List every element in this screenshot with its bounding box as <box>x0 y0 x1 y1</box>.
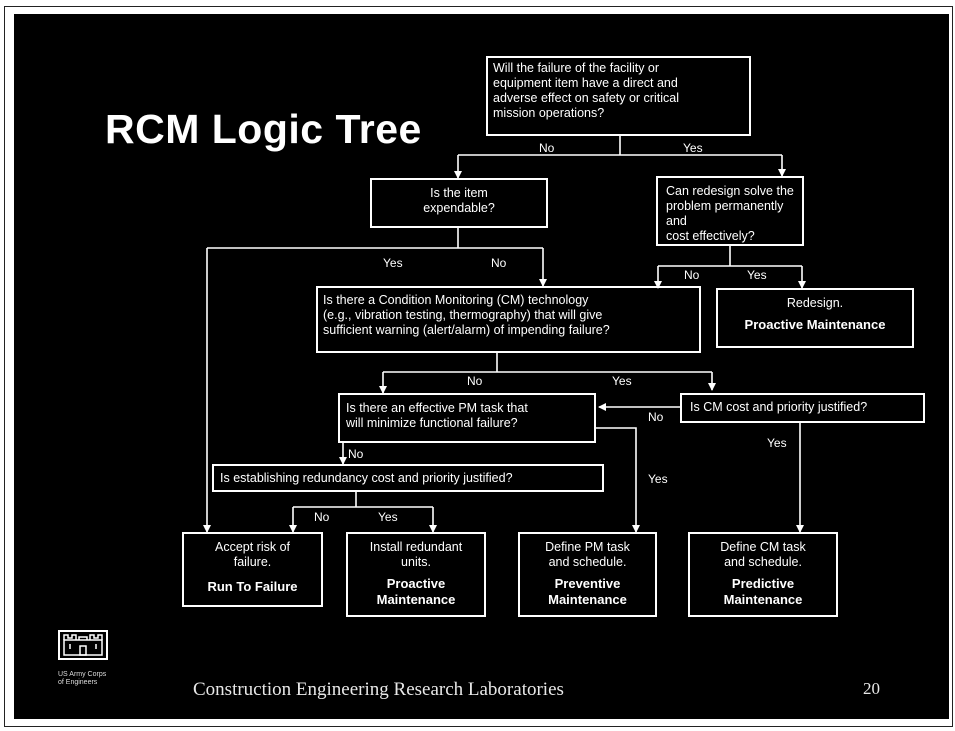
label-root-no: No <box>539 141 555 155</box>
label-redundancy-yes: Yes <box>378 510 398 524</box>
run-to-failure-category: Run To Failure <box>207 579 298 594</box>
install-redundant-line-1: Install redundant <box>369 540 463 554</box>
cm-tech-line-1: Is there a Condition Monitoring (CM) tec… <box>323 293 589 307</box>
root-question-box: Will the failure of the facility or equi… <box>486 56 751 136</box>
define-pm-category-1: Preventive <box>554 576 621 591</box>
install-redundant-category-2: Maintenance <box>376 592 456 607</box>
pm-task-question-box: Is there an effective PM task that will … <box>338 393 596 443</box>
expendable-question-box: Is the item expendable? <box>370 178 548 228</box>
pm-task-line-2: will minimize functional failure? <box>346 416 518 430</box>
redesign-question-box: Can redesign solve the problem permanent… <box>656 176 804 246</box>
redesign-result-box: Redesign. Proactive Maintenance <box>716 288 914 348</box>
label-root-yes: Yes <box>683 141 703 155</box>
run-to-failure-line-1: Accept risk of <box>214 540 291 554</box>
label-redesign-no: No <box>684 268 700 282</box>
page-number: 20 <box>863 679 880 698</box>
define-pm-box: Define PM task and schedule. Preventive … <box>518 532 657 617</box>
redesign-result-category: Proactive Maintenance <box>744 317 886 332</box>
label-redundancy-no: No <box>314 510 330 524</box>
install-redundant-category-1: Proactive <box>386 576 446 591</box>
root-line-4: mission operations? <box>493 106 605 120</box>
cm-technology-question-box: Is there a Condition Monitoring (CM) tec… <box>316 286 701 353</box>
org-logo-text: US Army Corps of Engineers <box>58 671 107 686</box>
define-pm-line-2: and schedule. <box>548 555 627 569</box>
label-expendable-yes: Yes <box>383 256 403 270</box>
install-redundant-box: Install redundant units. Proactive Maint… <box>346 532 486 617</box>
footer-lab-name: Construction Engineering Research Labora… <box>193 679 564 700</box>
run-to-failure-box: Accept risk of failure. Run To Failure <box>182 532 323 607</box>
run-to-failure-line-2: failure. <box>233 555 272 569</box>
redesign-result-text: Redesign. <box>786 296 844 310</box>
define-pm-line-1: Define PM task <box>545 540 630 554</box>
redesign-q-line-2: problem permanently and <box>666 199 784 228</box>
root-line-3: adverse effect on safety or critical <box>493 91 679 105</box>
label-cm-tech-yes: Yes <box>612 374 632 388</box>
cm-cost-text: Is CM cost and priority justified? <box>690 400 868 414</box>
slide-title: RCM Logic Tree <box>105 106 422 152</box>
cm-cost-question-box: Is CM cost and priority justified? <box>680 393 925 423</box>
cm-tech-line-3: sufficient warning (alert/alarm) of impe… <box>323 323 610 337</box>
define-cm-line-2: and schedule. <box>724 555 802 569</box>
arrow-pm-yes <box>596 427 640 533</box>
label-cm-tech-no: No <box>467 374 483 388</box>
label-pm-no: No <box>348 447 364 461</box>
define-pm-category-2: Maintenance <box>548 592 627 607</box>
define-cm-category-1: Predictive <box>731 576 795 591</box>
castle-logo-icon <box>58 630 108 660</box>
redesign-q-line-3: cost effectively? <box>666 229 755 243</box>
expendable-line-1: Is the item <box>430 186 488 200</box>
label-expendable-no: No <box>491 256 507 270</box>
cm-tech-line-2: (e.g., vibration testing, thermography) … <box>323 308 603 322</box>
root-line-1: Will the failure of the facility or <box>493 61 660 75</box>
redesign-q-line-1: Can redesign solve the <box>666 184 794 198</box>
root-line-2: equipment item have a direct and <box>493 76 678 90</box>
define-cm-line-1: Define CM task <box>720 540 806 554</box>
redundancy-text: Is establishing redundancy cost and prio… <box>220 471 513 485</box>
label-pm-yes: Yes <box>648 472 668 486</box>
install-redundant-line-2: units. <box>401 555 431 569</box>
redundancy-question-box: Is establishing redundancy cost and prio… <box>212 464 604 492</box>
label-redesign-yes: Yes <box>747 268 767 282</box>
define-cm-box: Define CM task and schedule. Predictive … <box>688 532 838 617</box>
pm-task-line-1: Is there an effective PM task that <box>346 401 528 415</box>
slide <box>14 14 949 719</box>
expendable-line-2: expendable? <box>423 201 495 215</box>
label-cmcost-yes: Yes <box>767 436 787 450</box>
define-cm-category-2: Maintenance <box>723 592 803 607</box>
label-cmcost-no: No <box>648 410 664 424</box>
